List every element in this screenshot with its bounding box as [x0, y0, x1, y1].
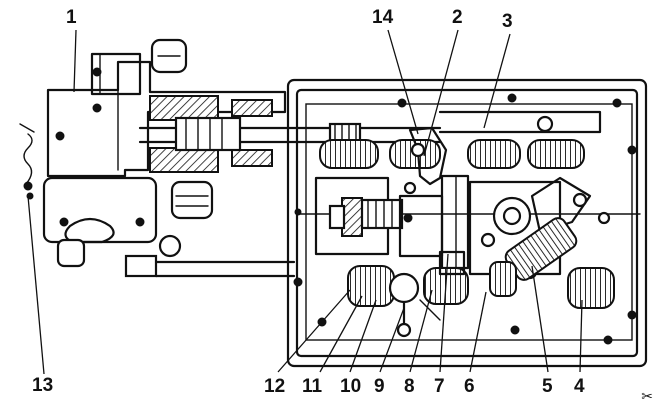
central-lever	[403, 126, 448, 223]
callout-3: 3	[502, 11, 513, 32]
middle-mechanism	[299, 174, 641, 284]
callout-5: 5	[542, 376, 553, 397]
callout-10: 10	[340, 376, 362, 397]
main-housing	[286, 78, 648, 368]
callout-13: 13	[32, 375, 54, 396]
upper-springs	[319, 110, 602, 169]
callout-6: 6	[464, 376, 475, 397]
callout-4: 4	[574, 376, 585, 397]
callout-2: 2	[452, 7, 463, 28]
lower-left-block	[19, 123, 296, 278]
callout-7: 7	[434, 376, 445, 397]
housing-bolts	[293, 93, 637, 345]
callout-11: 11	[302, 376, 323, 397]
callout-12: 12	[264, 376, 286, 397]
leader-lines	[27, 29, 583, 375]
callout-14: 14	[372, 7, 394, 28]
lower-springs	[347, 250, 615, 338]
callout-9: 9	[374, 376, 385, 397]
callout-8: 8	[404, 376, 415, 397]
left-body	[46, 38, 287, 220]
callout-1: 1	[66, 7, 77, 28]
scissors-icon: ✂	[641, 389, 653, 405]
